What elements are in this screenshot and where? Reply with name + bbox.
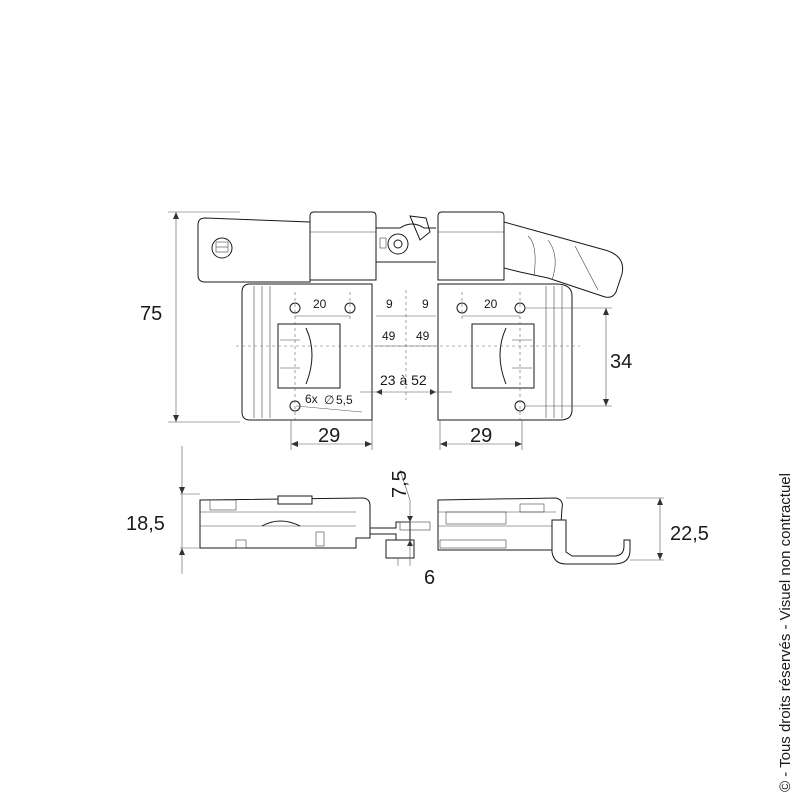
dim-holes-count: 6x (305, 392, 318, 406)
dim-hole-spacing-right: 20 (484, 297, 498, 311)
side-view: 18,5 22,5 7,5 6 (126, 446, 709, 589)
dim-plate-width-left: 29 (318, 425, 340, 447)
dim-plate-width-right: 29 (470, 425, 492, 447)
dim-hole-diameter: 5,5 (336, 393, 353, 407)
side-lever (551, 519, 631, 565)
dim-height-total: 75 (140, 303, 162, 325)
left-arm (197, 217, 311, 283)
diameter-icon: ∅ (324, 393, 334, 407)
right-housing (437, 211, 505, 281)
dim-side-offset-top: 7,5 (389, 470, 411, 498)
right-lever (503, 221, 624, 298)
dim-center-left: 49 (382, 329, 396, 343)
dim-center-right: 49 (416, 329, 430, 343)
copyright-notice: © - Tous droits réservés - Visuel non co… (777, 473, 794, 792)
logo-icon (211, 237, 233, 259)
side-left-body (199, 497, 371, 549)
dim-height-holes: 34 (610, 351, 632, 373)
center-linkage (376, 215, 436, 263)
left-window (277, 323, 341, 389)
side-connector (369, 521, 411, 541)
dim-hole-spacing-left: 20 (313, 297, 327, 311)
top-view: 75 34 29 29 20 20 9 9 49 49 23 à 52 6x ∅… (140, 211, 632, 450)
dim-offset-right: 9 (422, 297, 429, 311)
dim-side-offset-bottom: 6 (424, 567, 435, 589)
right-window (471, 323, 535, 389)
dim-side-height-right: 22,5 (670, 523, 709, 545)
left-housing (309, 211, 377, 281)
dim-gap-range: 23 à 52 (380, 372, 427, 388)
dim-offset-left: 9 (386, 297, 393, 311)
dim-side-height-left: 18,5 (126, 513, 165, 535)
